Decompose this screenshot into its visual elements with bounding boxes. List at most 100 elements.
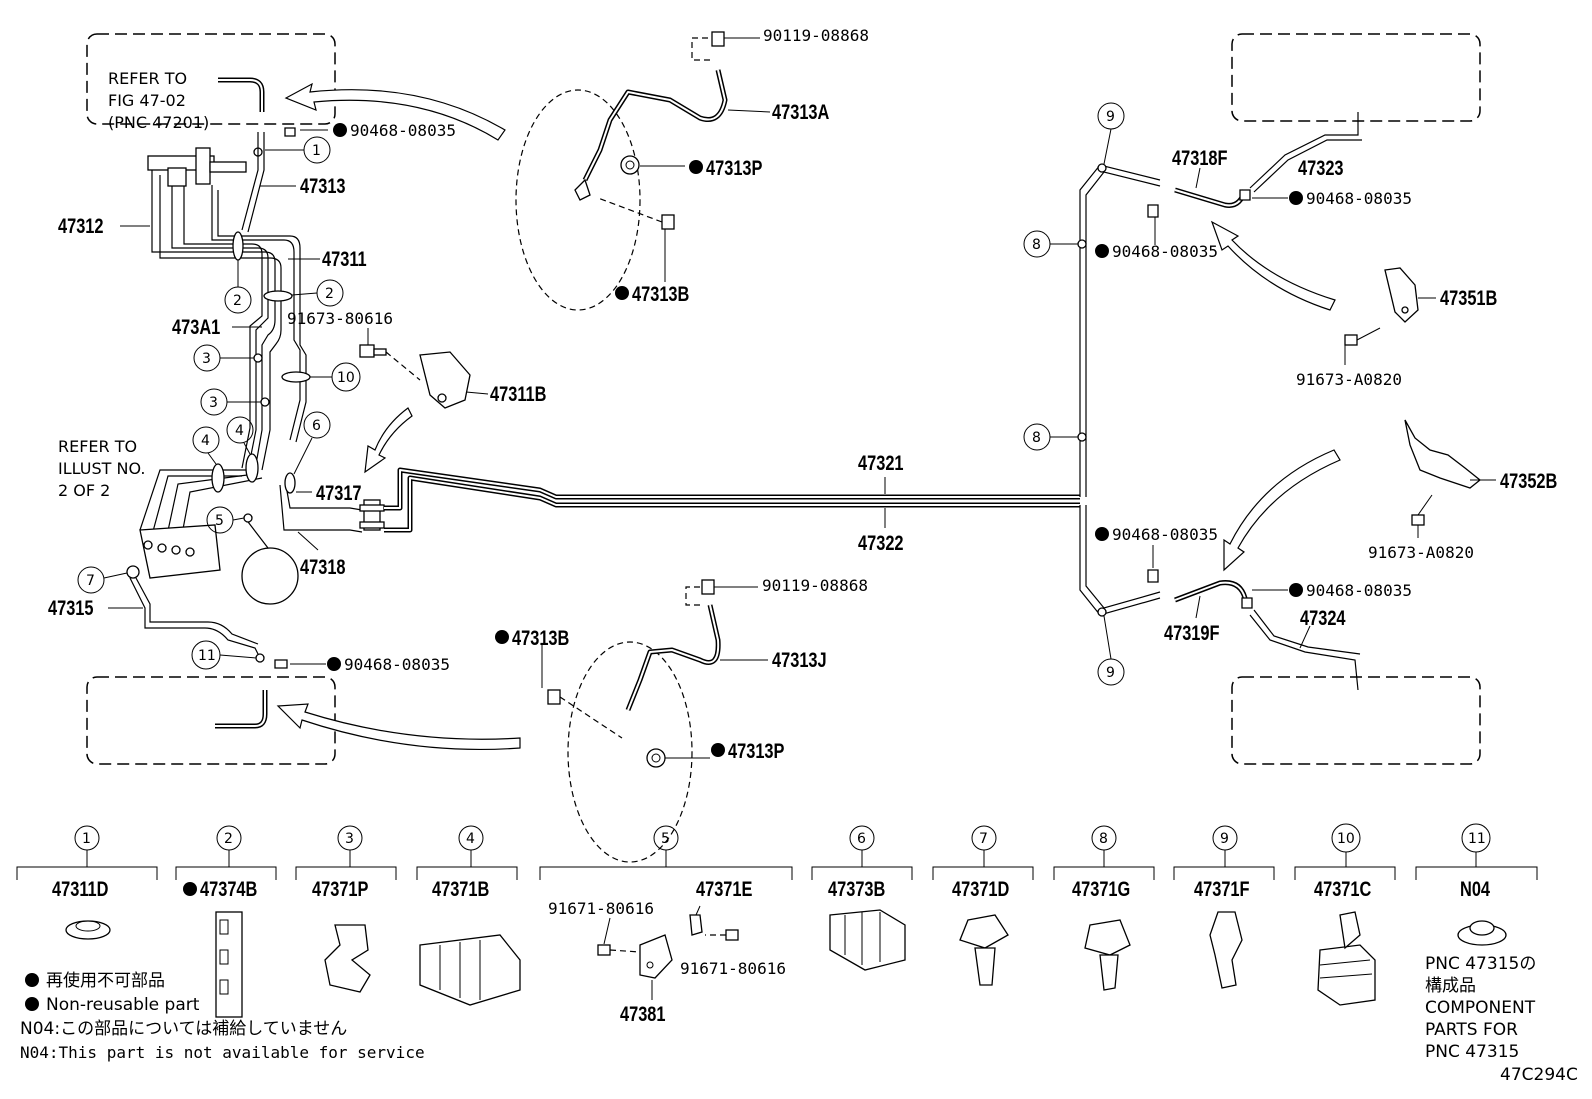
- refer-box-top-left: [86, 33, 336, 125]
- label-47311: 47311: [322, 247, 367, 270]
- refer-top-line1: REFER TO: [108, 69, 187, 88]
- callout-2a-diag: 2: [224, 260, 252, 314]
- legend-item-3: 3 47371P: [295, 825, 397, 993]
- legend-item-11: 11 N04: [1415, 823, 1538, 946]
- pipe-47317: [284, 479, 363, 511]
- svg-text:9: 9: [1106, 109, 1115, 125]
- dash-ellipse-bottom: [567, 641, 693, 863]
- svg-text:90468-08035: 90468-08035: [344, 655, 450, 674]
- refer-mid-line2: ILLUST NO.: [58, 459, 145, 478]
- refer-box-top-right: [1231, 33, 1481, 122]
- svg-text:11: 11: [198, 648, 216, 664]
- legend-item-2: 2 47374B: [175, 825, 277, 1018]
- callout-8a-diag: 8: [1023, 230, 1078, 258]
- label-91673-A0820-1: 91673-A0820: [1296, 370, 1402, 389]
- svg-text:1: 1: [312, 143, 321, 159]
- leaders: [108, 37, 1496, 759]
- refer-pipe-bottom: [215, 690, 268, 729]
- refer-mid-line3: 2 OF 2: [58, 481, 110, 500]
- bolt-91673-A0820-1: [1344, 327, 1381, 346]
- label-90119-08868-bot: 90119-08868: [762, 576, 868, 595]
- label-47323: 47323: [1298, 156, 1344, 179]
- svg-text:47371P: 47371P: [312, 877, 368, 900]
- arrow-47311B: [364, 407, 413, 474]
- clip-90468-r4: [1241, 597, 1253, 609]
- svg-text:47373B: 47373B: [828, 877, 885, 900]
- callout-3b-diag: 3: [200, 388, 261, 416]
- callout-4b-diag: 4: [226, 416, 254, 455]
- nonreusable-note-en: Non-reusable part: [25, 995, 200, 1015]
- clip-90468-r2: [1147, 204, 1159, 218]
- legend-item-1: 1 47311D: [16, 825, 158, 940]
- svg-text:47374B: 47374B: [200, 877, 257, 900]
- bolt-91673-A0820-2: [1411, 494, 1433, 526]
- pnc-note-line1: PNC 47315の: [1425, 954, 1536, 974]
- svg-text:90468-08035: 90468-08035: [1306, 581, 1412, 600]
- svg-text:90468-08035: 90468-08035: [1112, 525, 1218, 544]
- label-90468-08035-r1: 90468-08035: [1289, 189, 1412, 208]
- callout-4a-diag: 4: [192, 426, 220, 465]
- bolt-90119-top: [691, 31, 725, 61]
- svg-text:47371C: 47371C: [1314, 877, 1372, 900]
- clip-90468-r3: [1147, 569, 1159, 583]
- svg-text:5: 5: [661, 831, 670, 847]
- svg-text:8: 8: [1032, 430, 1041, 446]
- svg-text:7: 7: [979, 831, 988, 847]
- svg-text:11: 11: [1468, 831, 1486, 847]
- bolt-47313B-top: [597, 197, 675, 230]
- svg-text:91671-80616: 91671-80616: [548, 899, 654, 918]
- label-47313B-bot: 47313B: [495, 626, 569, 649]
- svg-text:7: 7: [86, 573, 95, 589]
- svg-text:3: 3: [202, 351, 211, 367]
- svg-text:2: 2: [233, 293, 242, 309]
- svg-text:47371B: 47371B: [432, 877, 489, 900]
- dash-ellipse-top: [515, 89, 641, 311]
- callout-8b-diag: 8: [1023, 423, 1078, 451]
- label-47317: 47317: [316, 481, 362, 504]
- svg-text:8: 8: [1032, 237, 1041, 253]
- label-47351B: 47351B: [1440, 286, 1497, 309]
- label-90468-08035-r2: 90468-08035: [1095, 242, 1218, 261]
- refer-box-bottom-right: [1231, 676, 1481, 765]
- washer-47313P-bottom: [646, 748, 666, 768]
- label-91673-A0820-2: 91673-A0820: [1368, 543, 1474, 562]
- callout-5-diag: 5: [206, 506, 245, 534]
- svg-text:47313P: 47313P: [706, 156, 762, 179]
- label-47313P-top: 47313P: [689, 156, 762, 179]
- bolt-91673-80616: [359, 344, 421, 381]
- legend-item-7: 7 47371D: [932, 825, 1034, 986]
- pnc-note-line3: COMPONENT: [1425, 998, 1536, 1018]
- bracket-47351B: [1384, 267, 1419, 323]
- union-joint: [359, 499, 385, 531]
- svg-text:3: 3: [345, 831, 354, 847]
- n04-note-en: N04:This part is not available for servi…: [20, 1043, 425, 1062]
- label-47318: 47318: [300, 555, 346, 578]
- label-47313P-bot: 47313P: [711, 739, 784, 762]
- label-47313J: 47313J: [772, 648, 827, 671]
- svg-text:90468-08035: 90468-08035: [1306, 189, 1412, 208]
- n04-note-jp: N04:この部品については補給していません: [20, 1019, 347, 1039]
- clamp-6: [284, 472, 296, 494]
- label-47322: 47322: [858, 531, 904, 554]
- svg-text:6: 6: [312, 418, 321, 434]
- refer-top-line2: FIG 47-02: [108, 91, 186, 110]
- svg-text:6: 6: [857, 831, 866, 847]
- svg-text:47381: 47381: [620, 1002, 666, 1025]
- svg-text:2: 2: [224, 831, 233, 847]
- clamp-2b: [263, 290, 293, 302]
- label-47324: 47324: [1300, 606, 1346, 629]
- svg-text:10: 10: [337, 370, 355, 386]
- clip-90468-r1: [1239, 189, 1251, 201]
- callout-3a-diag: 3: [193, 344, 254, 372]
- pipe-47315: [129, 577, 261, 659]
- bolt-47313B-bottom: [547, 689, 623, 739]
- clip-90468-bl: [274, 659, 288, 669]
- svg-text:10: 10: [1337, 831, 1355, 847]
- washer-47313P-top: [620, 155, 640, 175]
- legend-row: 1 47311D 2 47374B 3 47371P 4: [16, 823, 1538, 1025]
- arrow-top-left: [284, 82, 506, 141]
- pipe-right-trunk: [1079, 164, 1161, 497]
- pipe-47323: [1249, 112, 1359, 189]
- svg-text:1: 1: [82, 831, 91, 847]
- nonreusable-note-jp: 再使用不可部品: [25, 970, 165, 991]
